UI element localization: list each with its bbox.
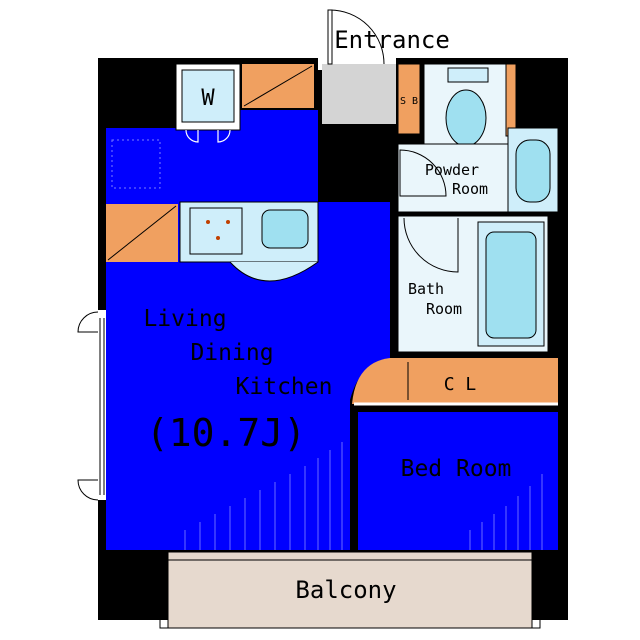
shoe-box: S B	[397, 63, 421, 135]
left-wall-doors	[77, 311, 99, 501]
bed-room-label: Bed Room	[401, 456, 512, 482]
entrance-label: Entrance	[334, 26, 450, 54]
bath-room-label-1: Bath	[408, 280, 444, 298]
balcony-label: Balcony	[295, 576, 396, 604]
ldk-label-dining: Dining	[190, 340, 273, 366]
closet: C L	[352, 358, 558, 406]
entrance-area	[318, 9, 396, 124]
washer-label: W	[201, 86, 215, 111]
ldk-labels: Living Dining Kitchen (10.7J)	[143, 306, 332, 455]
powder-room-label-2: Room	[452, 180, 488, 198]
kitchen-counter	[179, 201, 319, 282]
storage-blocks	[106, 64, 314, 262]
bath-room: Bath Room	[397, 215, 549, 353]
shoe-box-label: S B	[400, 96, 418, 107]
bath-room-label-2: Room	[426, 300, 462, 318]
powder-room-label-1: Powder	[425, 161, 479, 179]
toilet-room	[423, 63, 517, 147]
washer: W	[175, 63, 241, 143]
ldk-size-label: (10.7J)	[146, 411, 306, 455]
bed-room-floor: Bed Room	[358, 412, 558, 550]
ldk-label-living: Living	[143, 306, 226, 332]
powder-room: Powder Room	[397, 127, 559, 213]
ldk-label-kitchen: Kitchen	[236, 374, 333, 400]
closet-label: C L	[444, 374, 477, 395]
balcony-area: Balcony	[159, 551, 541, 629]
